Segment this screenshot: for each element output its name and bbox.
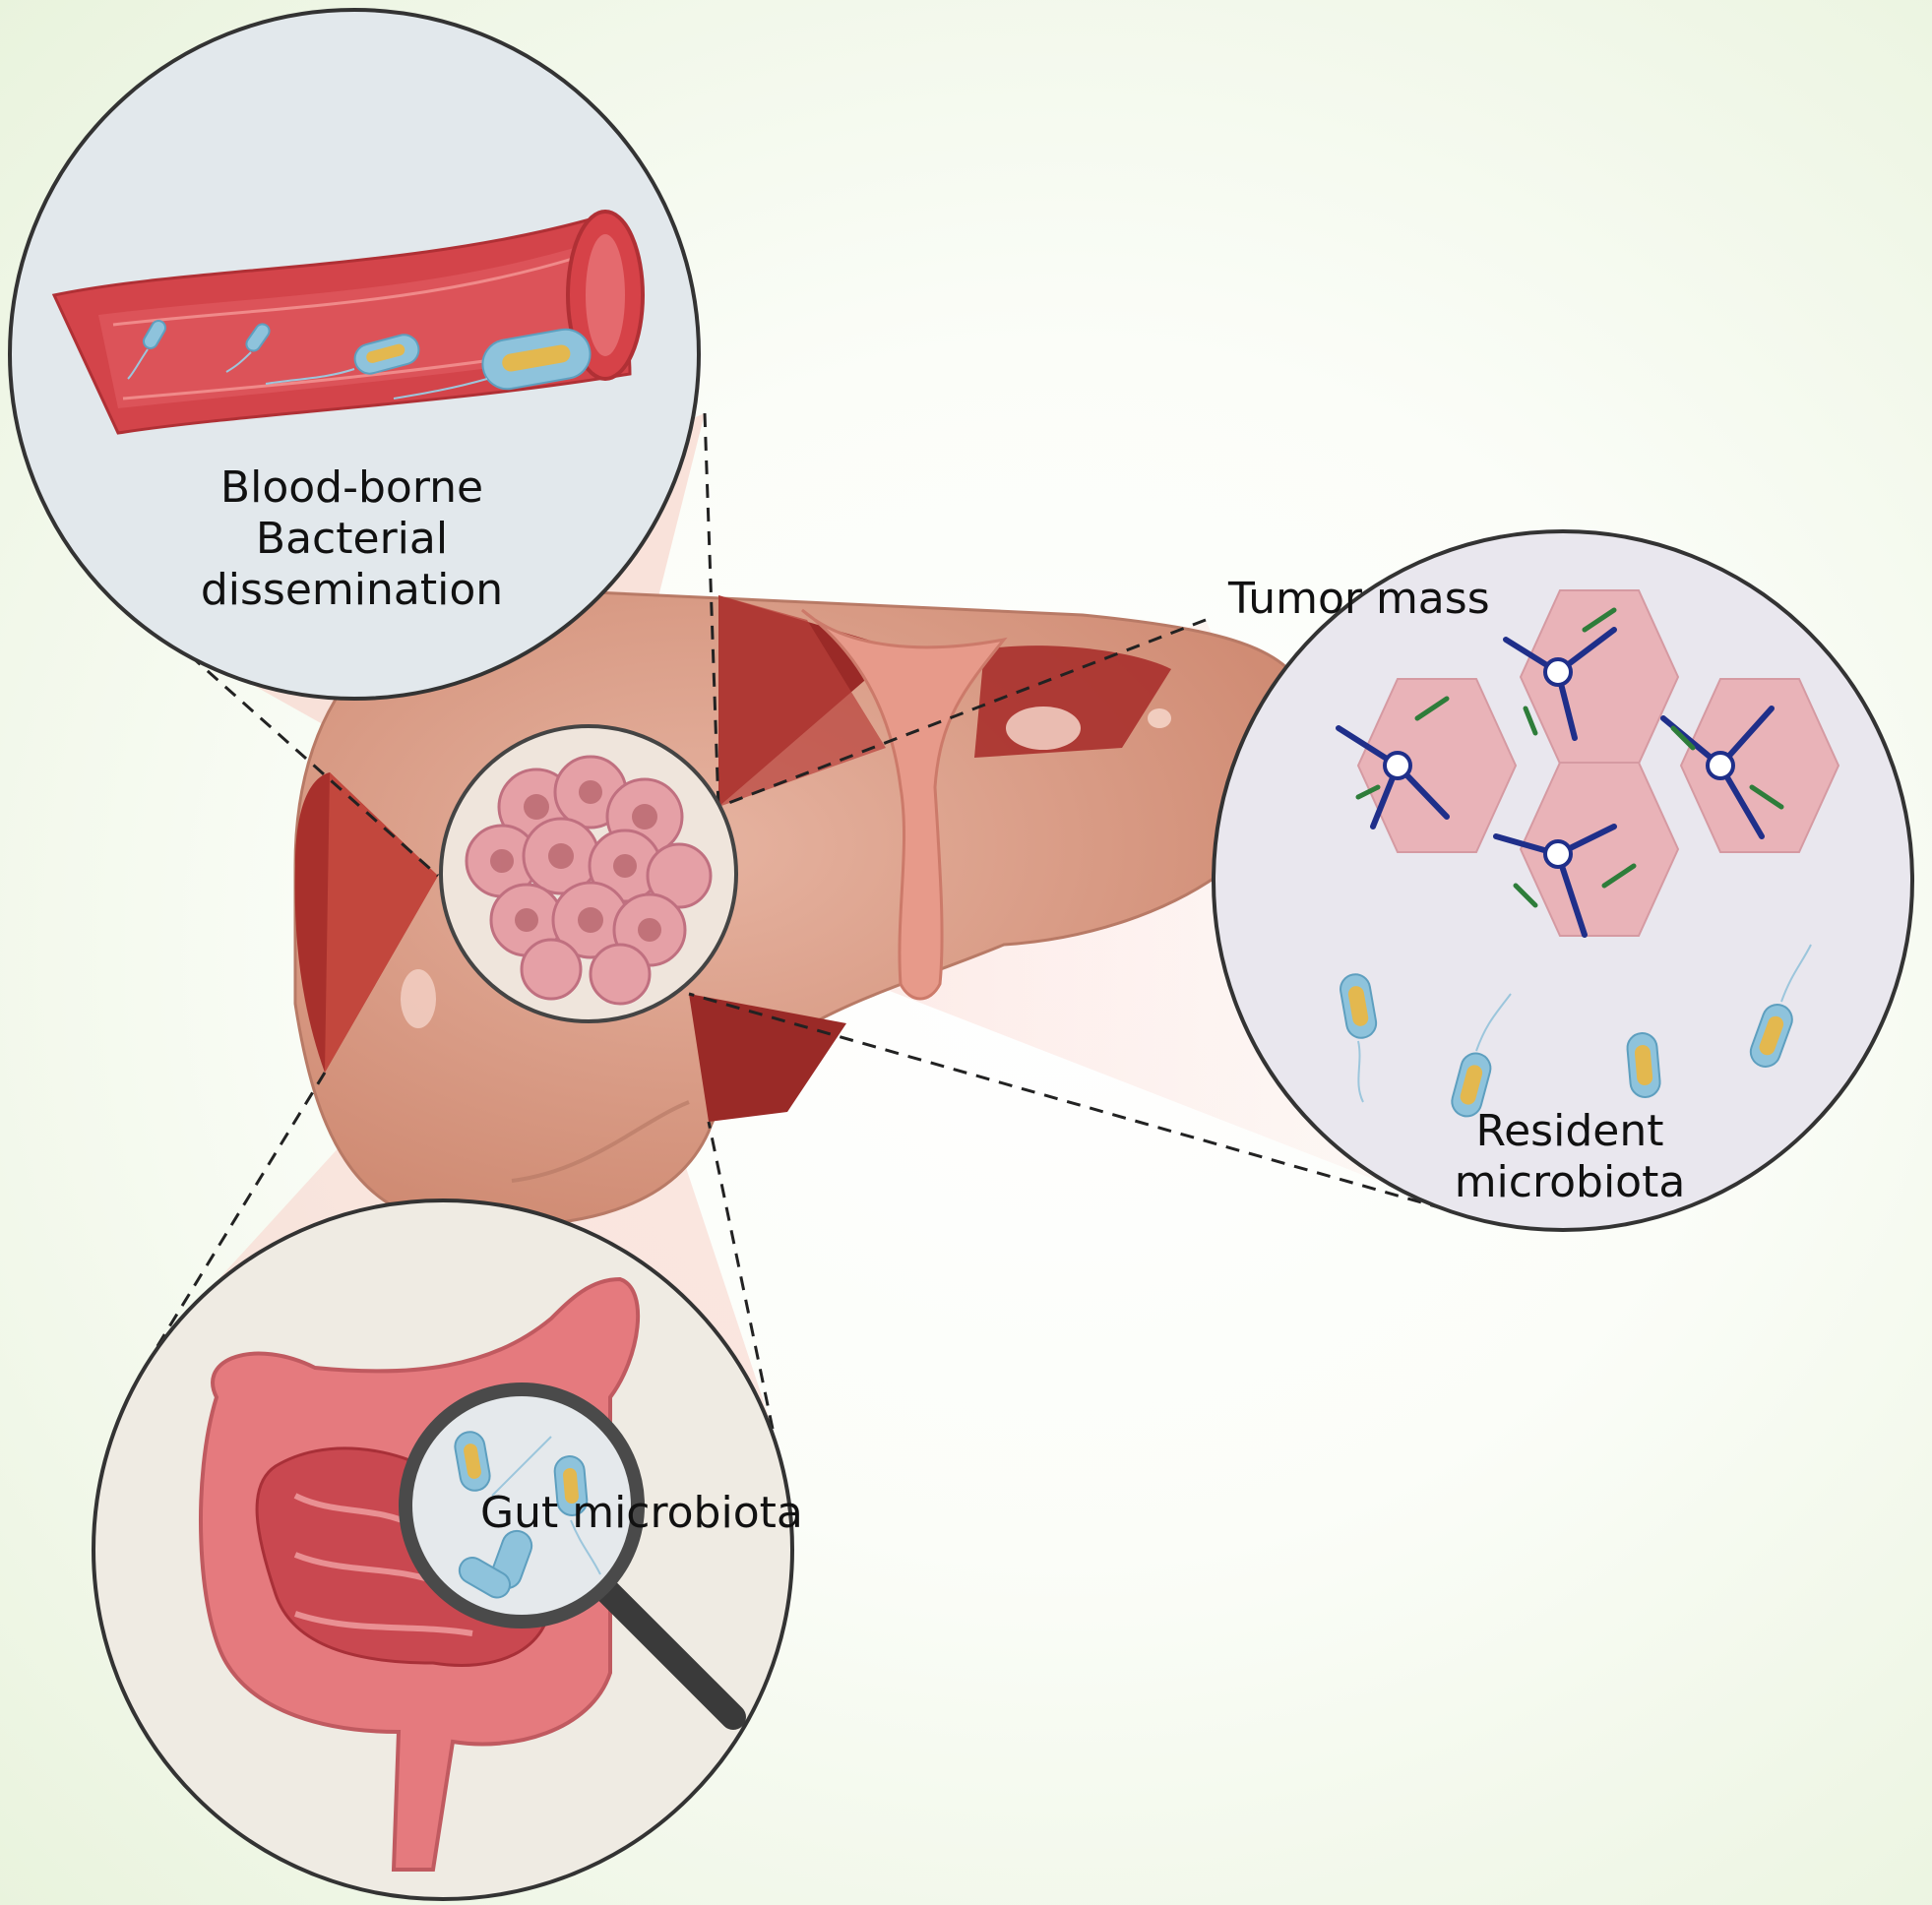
connector-lines — [156, 412, 1467, 1430]
tumor-mass-inset — [1212, 529, 1914, 1232]
gut-microbiota-label: Gut microbiota — [480, 1488, 803, 1538]
blood-borne-dissemination-label: Blood-borne Bacterial dissemination — [200, 462, 504, 615]
tumor-cell-cluster — [439, 724, 738, 1023]
resident-microbiota-label: Resident microbiota — [1454, 1106, 1686, 1207]
gut-inset — [92, 1198, 794, 1901]
magnifying-glass — [399, 1383, 746, 1730]
tumor-mass-label: Tumor mass — [1228, 574, 1490, 624]
magnifier-handle — [588, 1571, 746, 1730]
liver-lobule-hexagons — [1356, 589, 1840, 937]
central-veins — [1383, 657, 1735, 869]
blood-vessel-inset — [8, 8, 701, 701]
